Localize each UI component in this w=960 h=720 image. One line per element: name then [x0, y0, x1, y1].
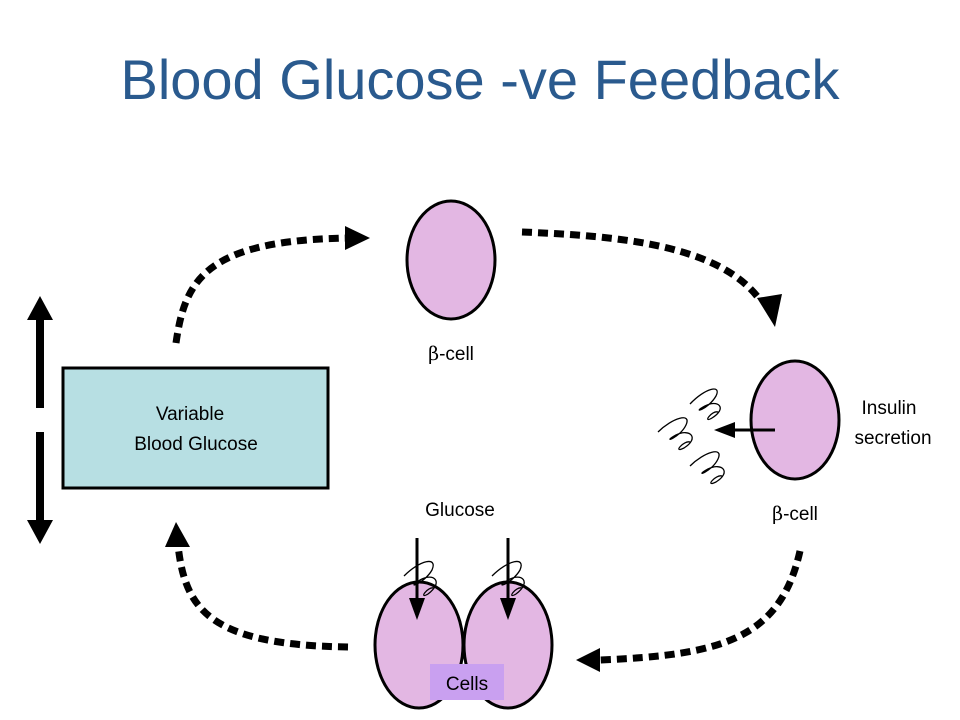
- dotted-arrow-beta-to-secretion: [521, 228, 763, 303]
- arrowhead-to-secretion: [757, 294, 782, 327]
- beta-cell-right: [749, 359, 841, 481]
- beta-cell-top: [405, 199, 497, 321]
- insulin-secretion-arrow: [714, 422, 775, 438]
- glucose-uptake-arrow-right: [500, 538, 516, 620]
- dotted-arrow-cells-to-box: [174, 544, 349, 651]
- secretion-label: secretion: [854, 428, 931, 449]
- beta-cell-label-top: β-cell: [428, 343, 474, 365]
- decrease-arrow: [27, 432, 53, 544]
- insulin-molecule-1: [689, 388, 721, 421]
- increase-arrow: [27, 296, 53, 408]
- dotted-arrow-secretion-to-cells: [599, 550, 804, 664]
- insulin-molecules: [657, 388, 725, 485]
- cells-tag: [430, 664, 504, 700]
- dotted-arrow-box-to-beta-cell: [172, 234, 351, 344]
- glucose-uptake-arrow-left: [409, 538, 425, 620]
- blood-glucose-label: Blood Glucose: [134, 434, 258, 455]
- glucose-molecule-left: [403, 560, 437, 597]
- variable-label: Variable: [156, 404, 224, 425]
- arrowhead-to-cells: [576, 648, 600, 672]
- cells-label: Cells: [446, 674, 488, 695]
- insulin-molecule-2: [657, 417, 693, 451]
- beta-cell-label-right: β-cell: [772, 503, 818, 525]
- variable-box: [61, 366, 330, 490]
- insulin-molecule-3: [689, 451, 725, 485]
- arrowhead-to-beta-cell: [345, 226, 370, 250]
- glucose-label: Glucose: [425, 500, 495, 521]
- arrowhead-to-box: [165, 522, 190, 547]
- diagram-title: Blood Glucose -ve Feedback: [120, 48, 840, 111]
- insulin-label: Insulin: [862, 398, 917, 419]
